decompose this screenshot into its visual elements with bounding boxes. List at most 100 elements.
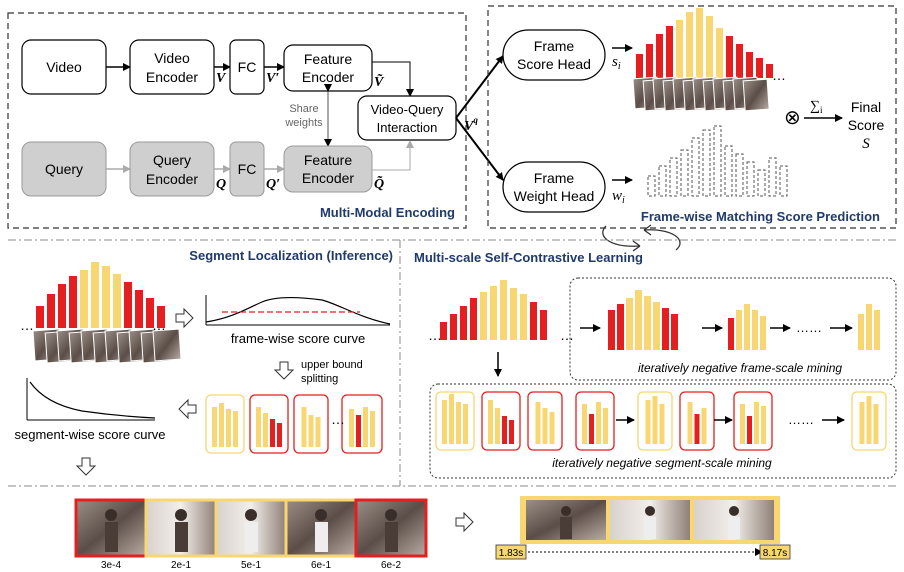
svg-text:Query: Query: [45, 161, 83, 177]
symbol-w-i: wi: [612, 188, 625, 206]
weight-bar: [658, 165, 667, 197]
video-box: Video: [21, 39, 107, 95]
svg-text:S: S: [862, 136, 870, 152]
score-bar: [535, 402, 541, 444]
frame-scale-mining-sets: [608, 290, 880, 350]
score-bar: [233, 411, 238, 447]
score-bar: [442, 400, 447, 444]
score-bar: [146, 298, 154, 328]
svg-text:Score Head: Score Head: [517, 56, 591, 72]
score-bar: [219, 403, 224, 447]
svg-text:…: …: [152, 317, 166, 333]
score-bar: [308, 415, 314, 447]
symbol-v: V: [216, 71, 227, 86]
score-bar: [706, 16, 713, 78]
segment-box: [527, 391, 563, 451]
segment-box: [205, 394, 245, 454]
frame-score-label: 2e-1: [171, 560, 191, 571]
score-bar: [349, 409, 354, 447]
svg-text:…: …: [560, 327, 574, 343]
cycle-arrows-icon: [602, 224, 681, 252]
segment-curve-label: segment-wise score curve: [15, 427, 166, 442]
score-bar: [645, 400, 651, 444]
video-encoder-box: Video Encoder: [129, 39, 215, 95]
svg-text:Video: Video: [154, 50, 190, 66]
score-bar: [752, 310, 758, 350]
weight-bar: [713, 125, 722, 197]
score-bar: [754, 402, 759, 444]
score-bar: [91, 262, 99, 328]
multi-modal-encoding-panel: Multi-Modal Encoding Video Video Encoder…: [7, 12, 478, 229]
film-frame: 6e-2: [354, 498, 428, 571]
localization-thumbnails: [32, 328, 182, 364]
score-bar: [490, 286, 497, 340]
weight-bar: [680, 149, 689, 197]
weight-bar: [691, 137, 700, 197]
symbol-q-prime: Q′: [266, 177, 280, 192]
query-box: Query: [21, 141, 107, 197]
frame-mining-label: iteratively negative frame-scale mining: [638, 361, 842, 375]
score-bar: [124, 282, 132, 328]
score-bar: [450, 314, 457, 340]
frame-thumbnail: [152, 328, 182, 362]
end-time-label: 8.17s: [759, 544, 791, 560]
fc-bottom-box: FC: [229, 141, 265, 197]
symbol-vq: Vq: [464, 115, 478, 134]
svg-text:FC: FC: [238, 161, 257, 177]
score-bar: [301, 407, 307, 447]
segment-box: [679, 391, 715, 451]
frame-score-label: 6e-1: [311, 560, 331, 571]
hollow-arrow-right-icon: [455, 511, 474, 533]
score-bar: [874, 310, 880, 350]
result-frame: [610, 500, 690, 540]
film-frame: 3e-4: [74, 498, 148, 571]
frame-score-head: Frame Score Head: [502, 29, 606, 81]
score-bar: [58, 284, 66, 328]
film-frame: 5e-1: [214, 498, 288, 571]
segment-box: [249, 394, 289, 454]
score-bar: [746, 52, 753, 78]
svg-text:Share: Share: [289, 103, 318, 115]
score-bar: [356, 415, 361, 447]
svg-text:Weight Head: Weight Head: [514, 188, 595, 204]
segment-score-curve-plot: [26, 378, 156, 421]
score-bar: [500, 280, 507, 340]
svg-text:FC: FC: [238, 59, 257, 75]
query-encoder-box: Query Encoder: [129, 141, 215, 197]
score-bar: [530, 302, 537, 340]
weight-bar: [779, 165, 788, 197]
weight-bar: [702, 129, 711, 197]
score-bar: [370, 411, 375, 447]
symbol-q-tilde: Q̃: [374, 174, 384, 192]
svg-text:splitting: splitting: [301, 373, 338, 385]
score-bar: [80, 270, 88, 328]
symbol-v-prime: V′: [266, 71, 279, 86]
score-bar: [102, 266, 110, 328]
score-bar: [859, 402, 865, 444]
score-bar: [744, 304, 750, 350]
score-bar: [726, 36, 733, 78]
score-bar: [756, 58, 763, 78]
segment-box: [341, 394, 383, 454]
score-bar: [463, 404, 468, 444]
score-bar: [656, 34, 663, 78]
svg-text:…: …: [428, 327, 442, 343]
symbol-v-tilde: Ṽ: [374, 72, 385, 90]
score-bar: [226, 409, 231, 447]
score-bar: [582, 404, 587, 444]
prediction-title: Frame-wise Matching Score Prediction: [641, 209, 880, 224]
frame-curve-label: frame-wise score curve: [231, 331, 365, 346]
film-frame: 6e-1: [284, 498, 358, 571]
score-bar: [646, 44, 653, 78]
score-bar: [653, 302, 660, 350]
svg-text:…: …: [20, 317, 34, 333]
score-bar: [596, 402, 601, 444]
svg-text:……: ……: [796, 320, 822, 335]
score-bar: [740, 404, 745, 444]
localization-score-bars: [36, 262, 165, 328]
symbol-q: Q: [216, 177, 226, 192]
score-bar: [520, 294, 527, 340]
score-bar: [659, 404, 665, 444]
score-bar: [502, 416, 507, 444]
localization-segment-boxes: [205, 394, 383, 454]
